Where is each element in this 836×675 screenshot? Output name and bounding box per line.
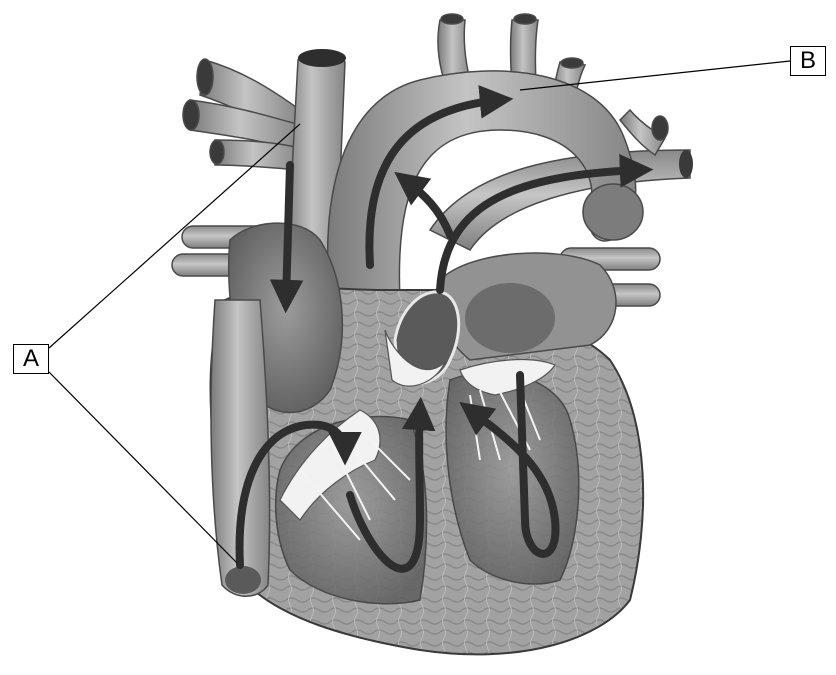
- flow-arrow-pulmonary-left: [405, 180, 450, 235]
- label-b: B: [790, 46, 826, 76]
- pulmonary-artery-right: [430, 150, 690, 250]
- label-a: A: [13, 344, 49, 374]
- flow-arrow-svc: [286, 165, 290, 300]
- pulmonary-artery-left: [183, 59, 300, 170]
